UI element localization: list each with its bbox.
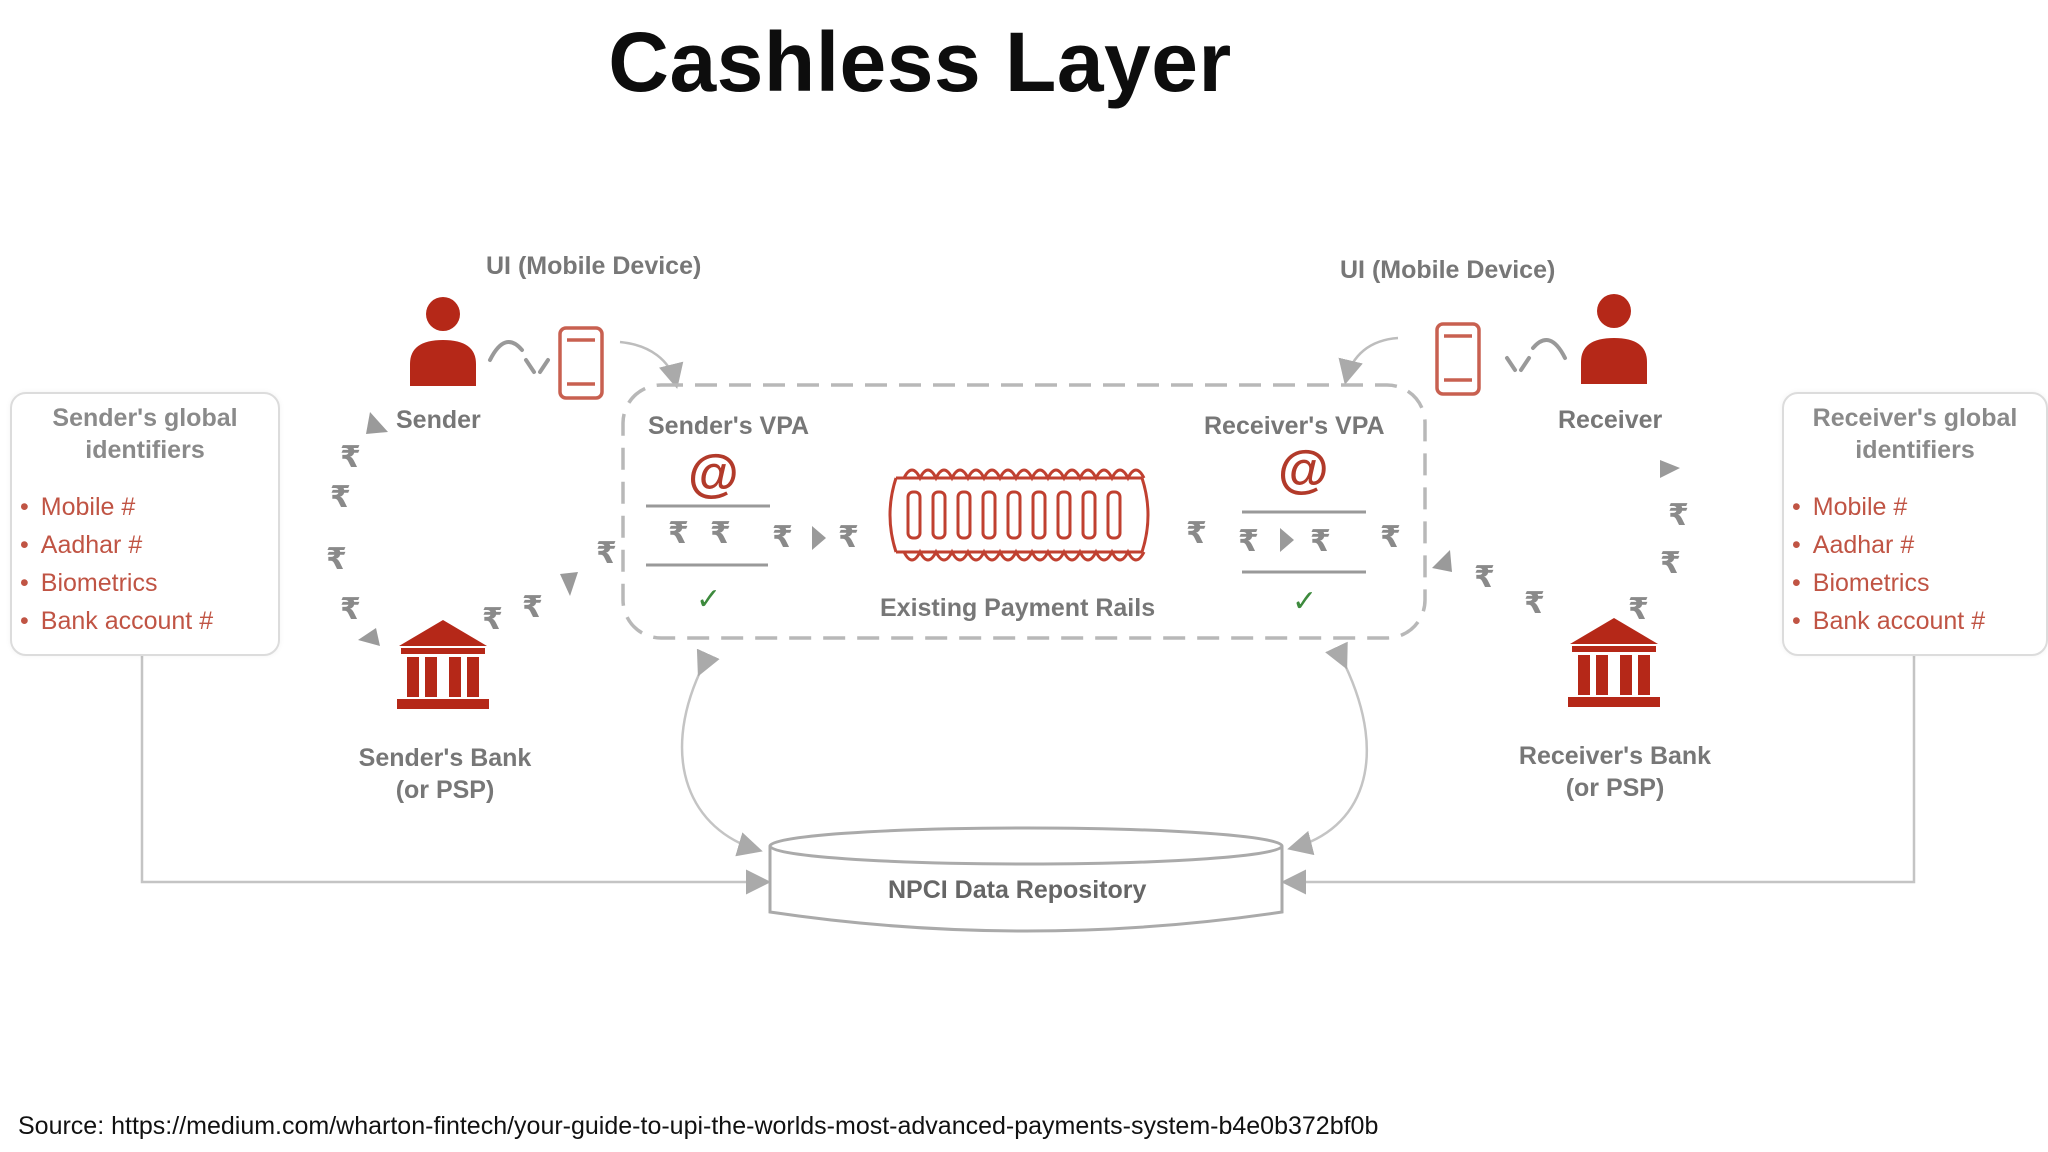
list-item: Aadhar # (20, 526, 278, 564)
rupee-icon: ₹ (596, 537, 617, 570)
source-citation: Source: https://medium.com/wharton-finte… (18, 1112, 1379, 1140)
receiver-identifiers-box: Receiver's global identifiers Mobile # A… (1782, 392, 2048, 656)
sender-label: Sender (396, 406, 481, 434)
receiver-vpa-at-icon: @ (1278, 441, 1329, 499)
page-title: Cashless Layer (608, 15, 1232, 109)
rupee-icon: ₹ (1474, 561, 1495, 594)
payment-rails-label: Existing Payment Rails (880, 594, 1156, 622)
list-item: Biometrics (20, 564, 278, 602)
list-item: Bank account # (1792, 602, 2046, 640)
sender-vpa-repository-curve (680, 648, 763, 857)
rupee-icon: ₹ (330, 481, 351, 514)
rupee-icon: ₹ (1668, 499, 1689, 532)
rupee-icon: ₹ (1524, 587, 1545, 620)
sender-identifiers-list: Mobile # Aadhar # Biometrics Bank accoun… (12, 488, 278, 640)
sender-phone-icon (558, 326, 604, 400)
receiver-vpa-label: Receiver's VPA (1204, 412, 1385, 440)
list-item: Mobile # (1792, 488, 2046, 526)
list-item: Biometrics (1792, 564, 2046, 602)
rupee-icon: ₹ (838, 521, 859, 554)
receiver-label: Receiver (1558, 406, 1663, 434)
sender-identifiers-title: Sender's global identifiers (52, 404, 238, 464)
rupee-icon: ₹ (326, 543, 347, 576)
flow-arrow-markers (358, 412, 1680, 646)
rupee-icon: ₹ (710, 517, 731, 550)
receiver-phone-arrow (1338, 336, 1399, 385)
rupee-icon: ₹ (1628, 593, 1649, 626)
sender-phone-arrow (619, 340, 684, 389)
list-item: Aadhar # (1792, 526, 2046, 564)
sender-vpa-label: Sender's VPA (648, 412, 810, 440)
sender-bank-label: Sender's Bank (or PSP) (358, 744, 532, 804)
payment-rails-icon (888, 468, 1150, 562)
receiver-bank-icon (1568, 618, 1660, 707)
rupee-icon: ₹ (1186, 517, 1207, 550)
sender-bank-icon (397, 620, 489, 709)
sender-identifiers-connector (140, 655, 771, 895)
receiver-phone-icon (1435, 322, 1481, 396)
receiver-wave-icon (1505, 338, 1567, 372)
sender-ui-label: UI (Mobile Device) (486, 252, 702, 280)
rupee-icon: ₹ (1310, 525, 1331, 558)
sender-check-icon: ✓ (696, 583, 722, 616)
sender-identifiers-box: Sender's global identifiers Mobile # Aad… (10, 392, 280, 656)
receiver-vpa-repository-curve (1287, 641, 1368, 856)
receiver-identifiers-title: Receiver's global identifiers (1812, 404, 2018, 464)
receiver-bank-label: Receiver's Bank (or PSP) (1518, 742, 1712, 802)
receiver-ui-label: UI (Mobile Device) (1340, 256, 1556, 284)
list-item: Bank account # (20, 602, 278, 640)
list-item: Mobile # (20, 488, 278, 526)
npci-repository-cylinder (768, 826, 1284, 933)
receiver-check-icon: ✓ (1292, 585, 1318, 618)
rupee-icon: ₹ (1660, 547, 1681, 580)
receiver-identifiers-connector (1281, 655, 1916, 895)
sender-wave-icon (488, 340, 550, 374)
rupee-icon: ₹ (482, 603, 503, 636)
receiver-identifiers-list: Mobile # Aadhar # Biometrics Bank accoun… (1784, 488, 2046, 640)
sender-person-icon (410, 297, 476, 386)
rupee-icon: ₹ (1238, 525, 1259, 558)
rupee-icon: ₹ (522, 591, 543, 624)
sender-vpa-at-icon: @ (688, 445, 739, 503)
repository-label: NPCI Data Repository (888, 876, 1147, 904)
rupee-icon: ₹ (340, 593, 361, 626)
rupee-icon: ₹ (1380, 521, 1401, 554)
rupee-icon: ₹ (772, 521, 793, 554)
rupee-icon: ₹ (340, 441, 361, 474)
receiver-person-icon (1581, 294, 1647, 384)
rupee-icon: ₹ (668, 517, 689, 550)
